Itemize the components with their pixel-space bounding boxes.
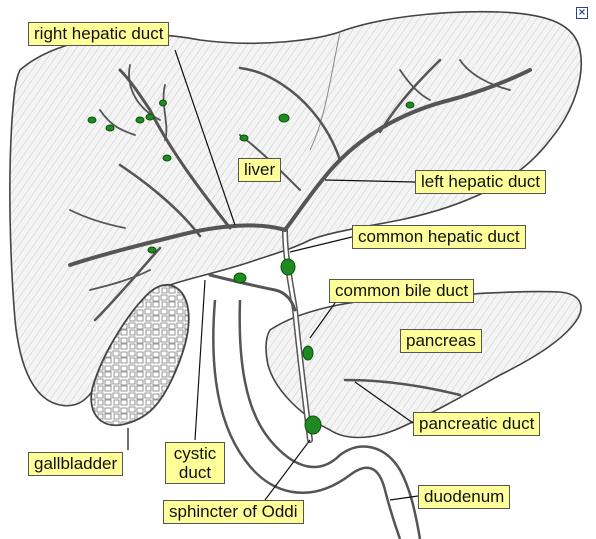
marker bbox=[304, 415, 322, 435]
label-gallbladder: gallbladder bbox=[28, 452, 124, 476]
marker bbox=[280, 258, 296, 276]
marker bbox=[147, 246, 157, 254]
marker bbox=[302, 345, 314, 361]
label-pancreatic-duct: pancreatic duct bbox=[413, 412, 541, 436]
leader-sphincter bbox=[264, 439, 311, 501]
leader-common-hepatic bbox=[289, 236, 353, 253]
marker bbox=[87, 116, 97, 124]
leader-pancreatic bbox=[354, 381, 414, 424]
marker bbox=[105, 124, 115, 132]
marker bbox=[233, 272, 247, 284]
duodenum-shape bbox=[212, 299, 422, 539]
label-common-bile-duct: common bile duct bbox=[329, 279, 475, 303]
marker bbox=[162, 154, 172, 162]
leader-left-hepatic bbox=[324, 179, 416, 183]
leader-common-bile bbox=[309, 302, 336, 339]
label-common-hepatic-duct: common hepatic duct bbox=[352, 225, 526, 249]
label-cystic-line1: cystic bbox=[173, 444, 217, 463]
bile-duct-tree bbox=[68, 58, 532, 443]
marker bbox=[405, 101, 415, 109]
leader-right-hepatic bbox=[174, 49, 236, 226]
leader-lines bbox=[127, 49, 419, 501]
duct-markers bbox=[87, 99, 415, 435]
leader-cystic bbox=[194, 279, 206, 441]
gallbladder-shape bbox=[90, 283, 190, 426]
marker bbox=[135, 116, 145, 124]
liver-fissure bbox=[309, 31, 341, 151]
marker bbox=[278, 113, 290, 123]
label-cystic-duct: cystic duct bbox=[165, 442, 225, 484]
marker bbox=[239, 134, 249, 142]
label-duodenum: duodenum bbox=[418, 485, 511, 509]
label-cystic-line2: duct bbox=[178, 463, 212, 482]
label-left-hepatic-duct: left hepatic duct bbox=[415, 170, 547, 194]
label-sphincter-of-oddi: sphincter of Oddi bbox=[163, 500, 304, 524]
label-liver: liver bbox=[238, 158, 282, 182]
close-icon[interactable]: × bbox=[576, 7, 588, 19]
label-right-hepatic-duct: right hepatic duct bbox=[28, 22, 170, 46]
marker bbox=[145, 113, 155, 121]
label-pancreas: pancreas bbox=[400, 329, 482, 353]
marker bbox=[159, 99, 167, 107]
leader-duodenum bbox=[389, 495, 419, 501]
